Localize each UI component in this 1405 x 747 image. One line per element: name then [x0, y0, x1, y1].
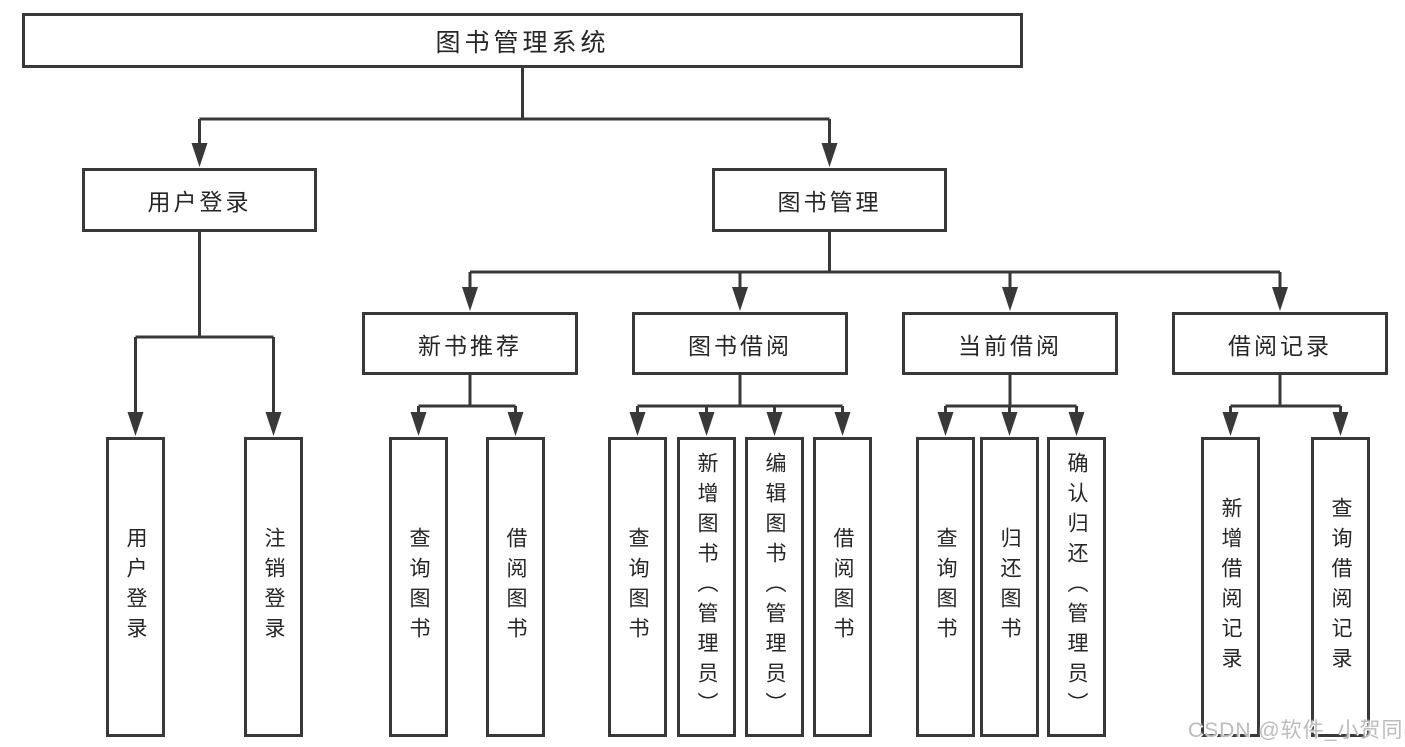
node-label: 当前借阅 — [958, 332, 1062, 359]
leaf-confirm-return-admin: 确认归还（管理员） — [1047, 437, 1106, 737]
node-label: 编辑图书（管理员） — [763, 452, 786, 722]
leaf-borrow-books-recommend: 借阅图书 — [486, 437, 545, 737]
arrow-down-icon — [821, 143, 838, 167]
leaf-add-borrow-record: 新增借阅记录 — [1201, 437, 1260, 737]
arrow-down-icon — [834, 412, 851, 436]
arrow-down-icon — [127, 412, 144, 436]
node-label: 新增借阅记录 — [1219, 497, 1242, 677]
node-label: 查询借阅记录 — [1329, 497, 1352, 677]
node-user-login: 用户登录 — [82, 168, 317, 232]
arrow-down-icon — [1222, 412, 1239, 436]
node-label: 归还图书 — [998, 527, 1021, 647]
watermark: CSDN @软件_小贺同学 — [1188, 719, 1405, 742]
leaf-query-books-recommend: 查询图书 — [389, 437, 448, 737]
node-label: 图书管理 — [777, 189, 882, 215]
node-book-management: 图书管理 — [712, 168, 947, 232]
node-label: 查询图书 — [626, 527, 649, 647]
leaf-edit-books-admin: 编辑图书（管理员） — [745, 437, 804, 737]
node-label: 用户登录 — [124, 527, 147, 647]
arrow-down-icon — [1002, 287, 1018, 311]
leaf-query-borrow-record: 查询借阅记录 — [1311, 437, 1370, 737]
arrow-down-icon — [410, 412, 427, 436]
node-current-borrowing: 当前借阅 — [902, 312, 1118, 375]
arrow-down-icon — [191, 143, 208, 167]
leaf-borrow-books: 借阅图书 — [813, 437, 872, 737]
arrow-down-icon — [265, 412, 282, 436]
node-label: 查询图书 — [407, 527, 430, 647]
node-label: 图书管理系统 — [435, 28, 610, 57]
arrow-down-icon — [629, 412, 646, 436]
node-label: 借阅图书 — [831, 527, 854, 647]
node-label: 借阅记录 — [1228, 332, 1332, 359]
leaf-add-books-admin: 新增图书（管理员） — [677, 437, 736, 737]
arrow-down-icon — [462, 287, 478, 311]
leaf-query-books-current: 查询图书 — [916, 437, 975, 737]
arrow-down-icon — [1001, 412, 1018, 436]
node-label: 新增图书（管理员） — [695, 452, 718, 722]
node-label: 新书推荐 — [418, 332, 522, 359]
leaf-return-books: 归还图书 — [980, 437, 1039, 737]
leaf-logout: 注销登录 — [244, 437, 303, 737]
node-new-book-recommendation: 新书推荐 — [362, 312, 578, 375]
node-label: 注销登录 — [262, 527, 285, 647]
arrow-down-icon — [732, 287, 748, 311]
arrow-down-icon — [766, 412, 783, 436]
node-book-management-system: 图书管理系统 — [22, 13, 1023, 68]
leaf-user-login: 用户登录 — [106, 437, 165, 737]
node-book-borrowing: 图书借阅 — [632, 312, 848, 375]
node-label: 图书借阅 — [688, 332, 792, 359]
arrow-down-icon — [1332, 412, 1349, 436]
node-borrowing-records: 借阅记录 — [1172, 312, 1388, 375]
node-label: 借阅图书 — [504, 527, 527, 647]
arrow-down-icon — [698, 412, 715, 436]
arrow-down-icon — [1068, 412, 1085, 436]
node-label: 用户登录 — [147, 189, 252, 215]
arrow-down-icon — [937, 412, 954, 436]
leaf-query-books-borrow: 查询图书 — [608, 437, 667, 737]
arrow-down-icon — [1272, 287, 1288, 311]
node-label: 确认归还（管理员） — [1065, 452, 1088, 722]
arrow-down-icon — [507, 412, 524, 436]
node-label: 查询图书 — [934, 527, 957, 647]
